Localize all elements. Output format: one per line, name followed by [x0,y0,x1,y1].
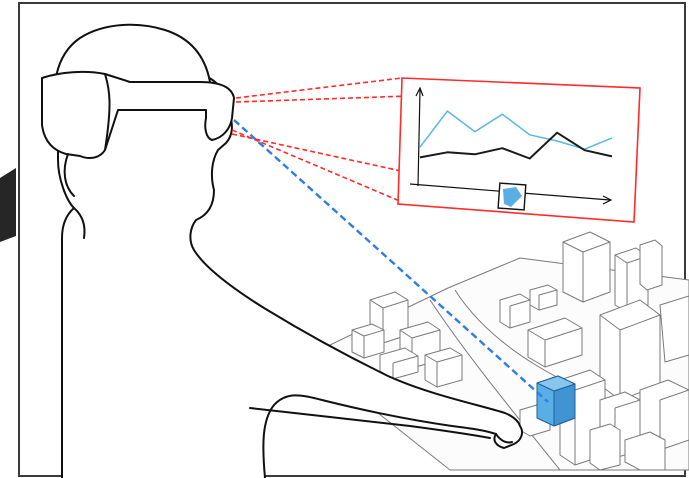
left-dark-block [0,168,16,242]
highlighted-building[interactable] [537,376,575,426]
building [660,296,689,362]
building [352,324,384,358]
building [625,432,665,470]
building [530,285,557,310]
building [600,300,660,400]
tower [640,240,662,290]
tower [563,232,610,302]
building [425,348,462,387]
building [590,424,620,470]
chart-highlight-box[interactable] [498,183,526,210]
building [500,294,530,328]
line-chart-panel[interactable] [398,78,640,222]
